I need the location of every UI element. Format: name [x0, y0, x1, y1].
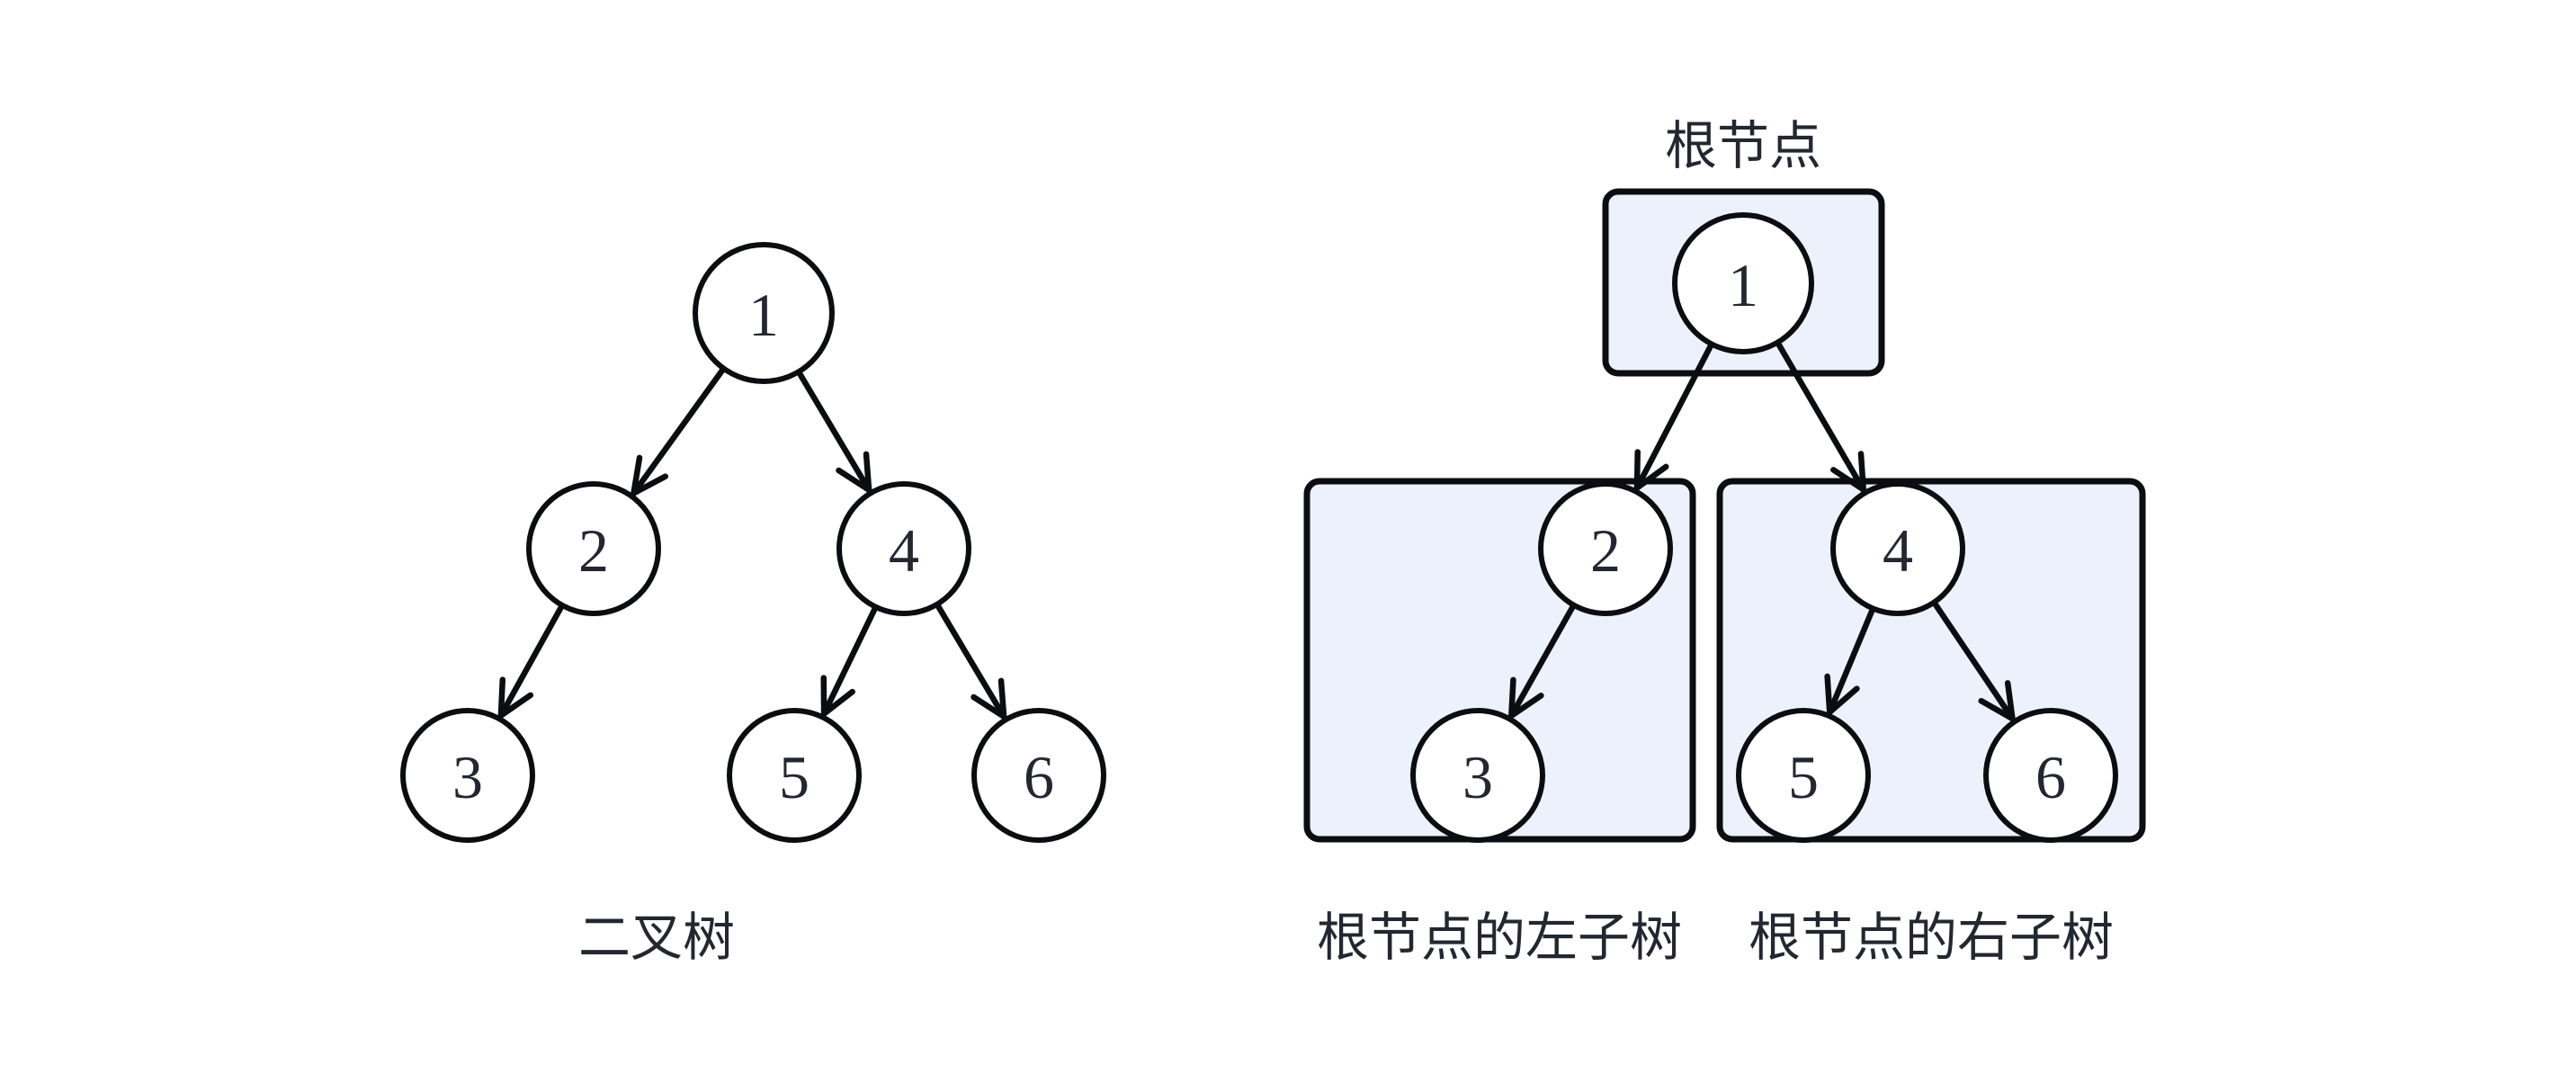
tree-node-6: 6 — [971, 708, 1106, 843]
node-circle-2 — [526, 481, 661, 616]
tree-node-4: 4 — [836, 481, 971, 616]
tree-node-2: 2 — [1538, 481, 1673, 616]
right-panel-nodes: 1 2 4 3 5 6 — [1410, 212, 2118, 843]
node-value-4: 4 — [889, 516, 919, 585]
node-circle-6 — [971, 708, 1106, 843]
node-value-4: 4 — [1883, 516, 1913, 585]
edge-line — [1633, 343, 1713, 491]
node-circle-6 — [1983, 708, 2118, 843]
edge-line — [1826, 607, 1875, 716]
tree-edge-1-to-4 — [1775, 341, 1866, 493]
arrow-head-icon — [836, 451, 872, 493]
left-panel-nodes: 1 2 4 3 5 6 — [400, 242, 1106, 843]
node-value-6: 6 — [2035, 743, 2066, 811]
tree-edge-1-to-2 — [631, 367, 726, 497]
tree-node-3: 3 — [1410, 708, 1545, 843]
node-value-3: 3 — [1462, 743, 1493, 811]
node-circle-4 — [836, 481, 971, 616]
edge-line — [1508, 604, 1576, 720]
tree-node-6: 6 — [1983, 708, 2118, 843]
right-panel-edges — [1508, 341, 2016, 722]
tree-node-5: 5 — [727, 708, 862, 843]
left-panel: 1 2 4 3 5 6 二叉树 — [400, 242, 1106, 967]
node-value-2: 2 — [1590, 516, 1621, 585]
left-panel-edges — [497, 367, 1007, 720]
arrow-head-icon — [1830, 451, 1866, 493]
edge-line — [820, 606, 878, 717]
tree-edge-4-to-5 — [820, 606, 878, 717]
node-circle-5 — [727, 708, 862, 843]
arrow-head-icon — [497, 676, 534, 719]
edge-line — [497, 604, 564, 719]
node-value-2: 2 — [578, 516, 609, 585]
arrow-head-icon — [631, 454, 669, 497]
arrow-head-icon — [970, 677, 1007, 720]
edge-line — [631, 367, 726, 497]
tree-node-2: 2 — [526, 481, 661, 616]
node-circle-1 — [693, 242, 835, 384]
arrow-head-icon — [1978, 680, 2016, 722]
node-circle-4 — [1830, 481, 1965, 616]
right-panel: 1 2 4 3 5 6 根节点 根节点的左子树 根节点的右子树 — [1303, 117, 2146, 967]
tree-edge-1-to-2 — [1633, 343, 1713, 491]
node-circle-5 — [1736, 708, 1871, 843]
tree-node-5: 5 — [1736, 708, 1871, 843]
edge-line — [797, 371, 872, 493]
label-root-node: 根节点 — [1665, 117, 1821, 175]
tree-edge-4-to-6 — [1932, 601, 2016, 722]
node-circle-2 — [1538, 481, 1673, 616]
node-value-3: 3 — [452, 743, 483, 811]
tree-edge-4-to-6 — [935, 604, 1007, 720]
tree-edge-4-to-5 — [1824, 607, 1875, 716]
edge-line — [935, 604, 1007, 720]
tree-node-1: 1 — [1672, 212, 1814, 354]
node-value-5: 5 — [779, 743, 809, 811]
node-circle-3 — [400, 708, 535, 843]
node-circle-3 — [1410, 708, 1545, 843]
node-value-6: 6 — [1024, 743, 1054, 811]
tree-edge-2-to-3 — [497, 604, 564, 719]
caption-right-subtree: 根节点的右子树 — [1749, 908, 2114, 967]
caption-binary-tree: 二叉树 — [578, 908, 735, 967]
tree-node-4: 4 — [1830, 481, 1965, 616]
tree-node-3: 3 — [400, 708, 535, 843]
edge-line — [1932, 601, 2016, 722]
arrow-head-icon — [1508, 676, 1544, 720]
caption-left-subtree: 根节点的左子树 — [1317, 908, 1682, 967]
node-value-5: 5 — [1788, 743, 1819, 811]
tree-edge-1-to-4 — [797, 371, 872, 493]
arrow-head-icon — [1633, 449, 1669, 491]
edge-line — [1775, 341, 1866, 493]
node-circle-1 — [1672, 212, 1814, 354]
tree-edge-2-to-3 — [1508, 604, 1576, 720]
arrow-head-icon — [1824, 673, 1860, 716]
node-value-1: 1 — [1728, 251, 1758, 319]
node-value-1: 1 — [748, 281, 779, 349]
arrow-head-icon — [820, 675, 855, 717]
tree-node-1: 1 — [693, 242, 835, 384]
